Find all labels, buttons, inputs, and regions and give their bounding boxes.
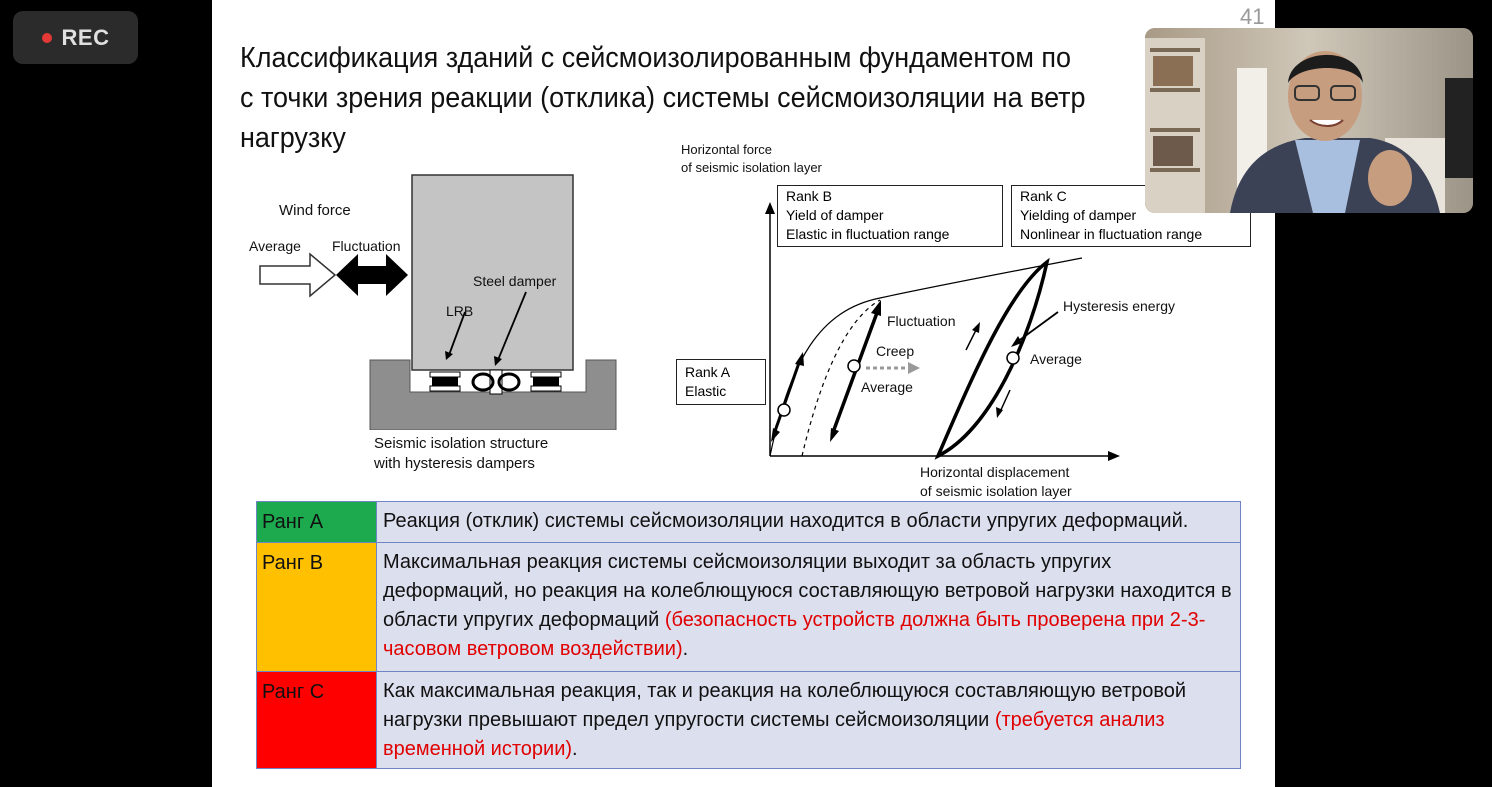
description-warning: (безопасность устройств должна быть пров… [383,609,1206,660]
rank-a-line: Rank A [685,364,731,380]
recording-label: REC [61,24,110,50]
average-point-marker [1006,351,1020,365]
table-row: Ранг A Реакция (отклик) системы сейсмоиз… [256,501,1241,543]
slide-title: Классификация зданий с сейсмоизолированн… [240,38,1170,158]
building-block [411,174,574,371]
description-text: Как максимальная реакция, так и реакция … [383,680,1187,731]
average-wind-arrow [259,252,337,298]
average-point-marker [847,359,861,373]
steel-damper-label: Steel damper [473,273,557,289]
foundation-pit [369,359,617,430]
lrb-label: LRB [446,303,474,319]
average-graph-label: Average [861,379,913,395]
table-row: Ранг B Максимальная реакция системы сейс… [256,542,1241,672]
description-cell: Реакция (отклик) системы сейсмоизоляции … [376,501,1241,543]
title-line: нагрузку [240,122,346,154]
rank-label: Ранг B [262,552,324,574]
description-warning: (требуется анализ временной истории) [383,709,1165,760]
description-cell: Максимальная реакция системы сейсмоизоля… [376,542,1241,672]
rank-c-box: Rank C Yielding of damper Nonlinear in f… [1011,185,1251,247]
rank-c-line: Nonlinear in fluctuation range [1020,226,1203,242]
presenter-video-icon [1145,28,1473,213]
rank-label: Ранг A [262,511,324,533]
rank-cell: Ранг C [256,671,377,769]
fluctuation-arrow [336,254,408,296]
rank-b-line: Rank B [786,188,832,204]
hysteresis-energy-label: Hysteresis energy [1063,298,1176,314]
rank-table: Ранг A Реакция (отклик) системы сейсмоиз… [256,501,1241,769]
title-line: с точки зрения реакции (отклика) системы… [240,82,1086,114]
structure-caption-line: Seismic isolation structure [374,435,549,452]
description-tail: . [682,638,689,660]
rank-a-line: Elastic [685,383,727,399]
recording-indicator: REC [13,11,138,64]
description-tail: . [572,738,578,760]
x-axis-label-line: Horizontal displacement [920,464,1070,480]
rank-a-box: Rank A Elastic [676,359,766,405]
rank-cell: Ранг A [256,501,377,543]
hysteresis-loop [934,257,1050,460]
rank-b-line: Yield of damper [786,207,884,223]
average-label: Average [249,238,301,254]
fluctuation-graph-label: Fluctuation [887,313,956,329]
x-axis-label-line: of seismic isolation layer [920,483,1072,499]
average-right-label: Average [1030,351,1082,367]
rank-c-line: Rank C [1020,188,1067,204]
point-marker [777,403,791,417]
building-diagram [259,174,617,430]
description-text: Реакция (отклик) системы сейсмоизоляции … [383,510,1189,532]
structure-caption-line: with hysteresis dampers [374,455,535,472]
creep-label: Creep [876,343,915,359]
rank-label: Ранг C [262,681,325,703]
webcam-video-feed[interactable] [1145,28,1473,213]
lrb-bearing-left [429,371,461,392]
record-dot-icon [41,32,52,43]
force-displacement-graph [765,202,1120,461]
description-text: Максимальная реакция системы сейсмоизоля… [383,551,1232,631]
description-cell: Как максимальная реакция, так и реакция … [376,671,1241,769]
y-axis-label-line: of seismic isolation layer [681,160,822,175]
rank-cell: Ранг B [256,542,377,672]
fluctuation-label: Fluctuation [332,238,401,254]
rank-b-line: Elastic in fluctuation range [786,226,950,242]
title-line: Классификация зданий с сейсмоизолированн… [240,42,1072,74]
table-row: Ранг C Как максимальная реакция, так и р… [256,671,1241,769]
wind-force-label: Wind force [279,202,351,219]
slide-page-number: 41 [1240,4,1265,29]
rank-c-line: Yielding of damper [1020,207,1137,223]
steel-damper-shape [471,369,521,395]
y-axis-label-line: Horizontal force [681,142,773,157]
lrb-bearing-right [530,371,562,392]
rank-b-box: Rank B Yield of damper Elastic in fluctu… [777,185,1003,247]
